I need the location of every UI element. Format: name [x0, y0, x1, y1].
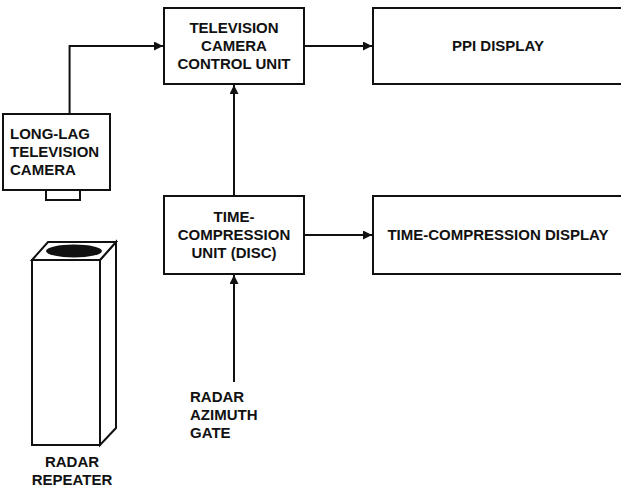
box-text: LONG-LAG TELEVISION CAMERA	[10, 125, 103, 179]
box-text: TIME-COMPRESSION UNIT (DISC)	[171, 208, 297, 262]
signal-connector	[305, 234, 372, 236]
camera-box: LONG-LAG TELEVISION CAMERA	[2, 113, 111, 191]
display-box: TIME-COMPRESSION DISPLAY	[372, 195, 621, 275]
signal-connector	[233, 85, 235, 195]
box-text: PPI DISPLAY	[380, 37, 616, 55]
camera-lens	[46, 190, 80, 200]
control-unit-box: TELEVISION CAMERA CONTROL UNIT	[163, 7, 305, 85]
signal-connector	[305, 45, 372, 47]
radar-repeater-illustration	[32, 242, 116, 445]
signal-label: RADAR AZIMUTH GATE	[190, 388, 280, 442]
box-text: TELEVISION CAMERA CONTROL UNIT	[171, 19, 297, 73]
box-text: TIME-COMPRESSION DISPLAY	[380, 226, 616, 244]
part-label: RADAR REPEATER	[22, 453, 122, 489]
input-arrow	[233, 275, 235, 382]
signal-connector	[70, 46, 163, 113]
time-compression-unit-box: TIME-COMPRESSION UNIT (DISC)	[163, 195, 305, 275]
display-box: PPI DISPLAY	[372, 7, 621, 85]
